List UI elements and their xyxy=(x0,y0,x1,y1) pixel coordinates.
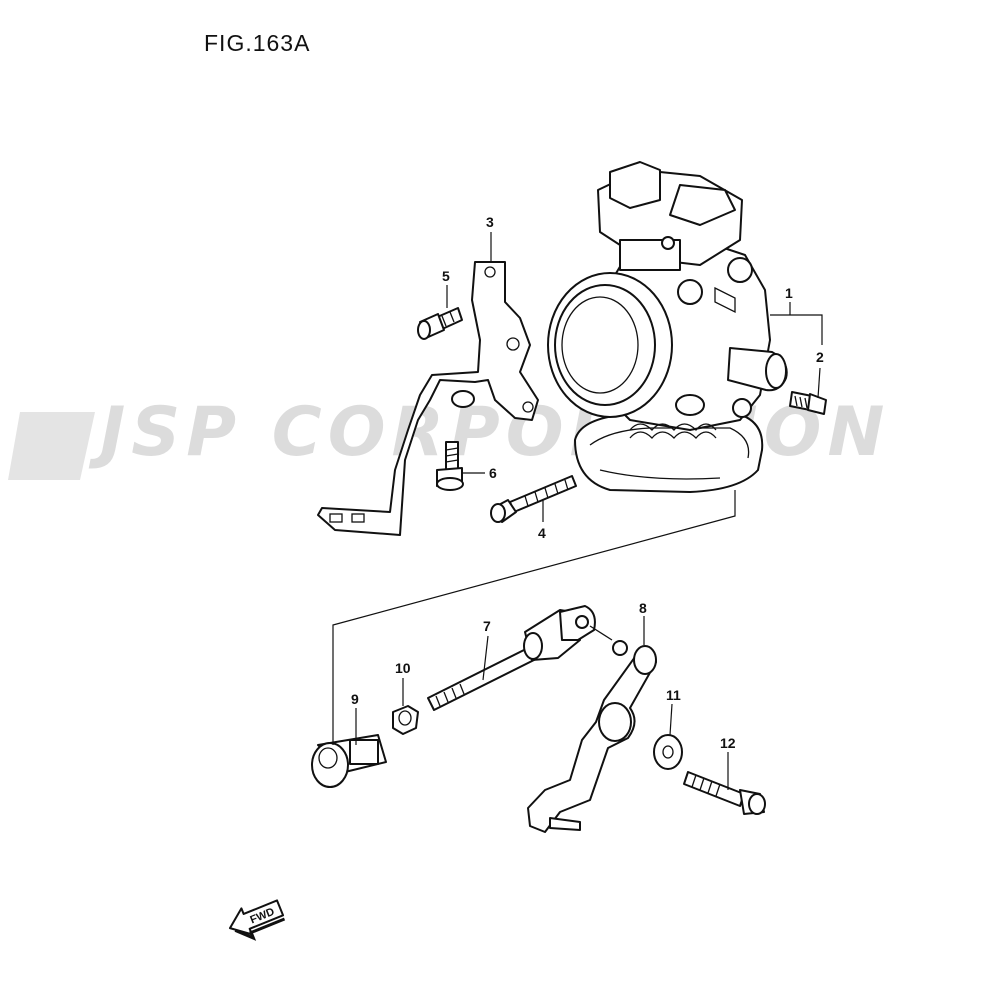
throttle-body xyxy=(547,161,788,493)
bolt-part-6 xyxy=(436,441,464,491)
callout-6[interactable]: 6 xyxy=(489,465,497,481)
fwd-arrow-icon: FWD xyxy=(228,899,286,941)
callout-12[interactable]: 12 xyxy=(720,735,736,751)
callout-3[interactable]: 3 xyxy=(486,214,494,230)
bracket-part-3 xyxy=(317,261,539,536)
leader-lines xyxy=(332,232,823,790)
lever-part-8 xyxy=(527,640,657,833)
callouts: 1 2 3 4 5 6 7 8 9 10 11 12 xyxy=(351,214,824,751)
fitting-part-9 xyxy=(311,734,387,788)
washer-part-11 xyxy=(653,734,683,770)
callout-2[interactable]: 2 xyxy=(816,349,824,365)
screw-part-2 xyxy=(789,391,827,415)
callout-9[interactable]: 9 xyxy=(351,691,359,707)
figure-title: FIG.163A xyxy=(204,30,311,56)
nut-part-10 xyxy=(392,705,419,735)
return-spring xyxy=(629,423,717,439)
callout-8[interactable]: 8 xyxy=(639,600,647,616)
callout-1[interactable]: 1 xyxy=(785,285,793,301)
callout-7[interactable]: 7 xyxy=(483,618,491,634)
callout-10[interactable]: 10 xyxy=(395,660,411,676)
rod-part-7 xyxy=(427,605,613,711)
bolt-part-4 xyxy=(490,475,577,523)
bolt-part-12 xyxy=(683,771,766,815)
callout-11[interactable]: 11 xyxy=(666,687,681,703)
callout-5[interactable]: 5 xyxy=(442,268,450,284)
watermark-text: JSP CORPORATION xyxy=(88,393,890,472)
callout-4[interactable]: 4 xyxy=(538,525,546,541)
bolt-part-5 xyxy=(417,307,463,340)
